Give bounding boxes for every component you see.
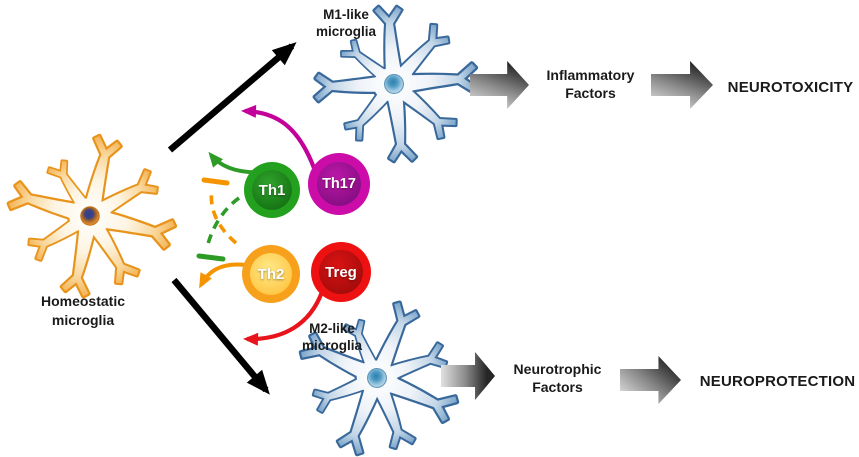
th2-inhibit-m1-line bbox=[201, 177, 238, 245]
neurotoxicity-label: NEUROTOXICITY bbox=[727, 79, 854, 96]
m2-microglia-label: M2-like microglia bbox=[301, 321, 363, 353]
th17-to-m1-arrow bbox=[241, 104, 316, 169]
th17-label: Th17 bbox=[322, 176, 356, 192]
th17-cell: Th17 bbox=[308, 153, 370, 215]
th2-cell-inner: Th2 bbox=[250, 253, 292, 295]
th1-cell: Th1 bbox=[244, 162, 300, 218]
m1-microglia-label: M1-like microglia bbox=[315, 7, 377, 39]
homeostatic-microglia-cell bbox=[0, 128, 178, 304]
treg-cell: Treg bbox=[311, 242, 371, 302]
treg-to-m2-arrow bbox=[243, 291, 324, 346]
th2-promote-m2-arrow bbox=[199, 262, 247, 289]
homeostatic-microglia-label: Homeostatic microglia bbox=[40, 293, 126, 328]
th2-label: Th2 bbox=[257, 265, 285, 283]
treg-cell-inner: Treg bbox=[319, 250, 363, 294]
neuroprotection-label: NEUROPROTECTION bbox=[699, 373, 856, 390]
th17-cell-inner: Th17 bbox=[316, 161, 362, 207]
m1-polarization-arrow bbox=[167, 42, 297, 153]
th1-label: Th1 bbox=[258, 181, 286, 199]
th2-cell: Th2 bbox=[242, 245, 300, 303]
th1-inhibit-m2-line bbox=[196, 196, 241, 262]
m2-polarization-arrow bbox=[171, 277, 270, 395]
neurotrophic-factors-label: Neurotrophic Factors bbox=[513, 361, 602, 395]
m2-microglia-cell bbox=[288, 292, 466, 457]
inflammatory-factors-label: Inflammatory Factors bbox=[546, 67, 635, 101]
homeostatic-nucleus bbox=[80, 206, 100, 226]
treg-label: Treg bbox=[325, 263, 357, 281]
th1-cell-inner: Th1 bbox=[251, 169, 293, 211]
m1-nucleus bbox=[384, 74, 404, 94]
m2-nucleus bbox=[367, 368, 387, 388]
m1-microglia-cell bbox=[308, 0, 480, 170]
